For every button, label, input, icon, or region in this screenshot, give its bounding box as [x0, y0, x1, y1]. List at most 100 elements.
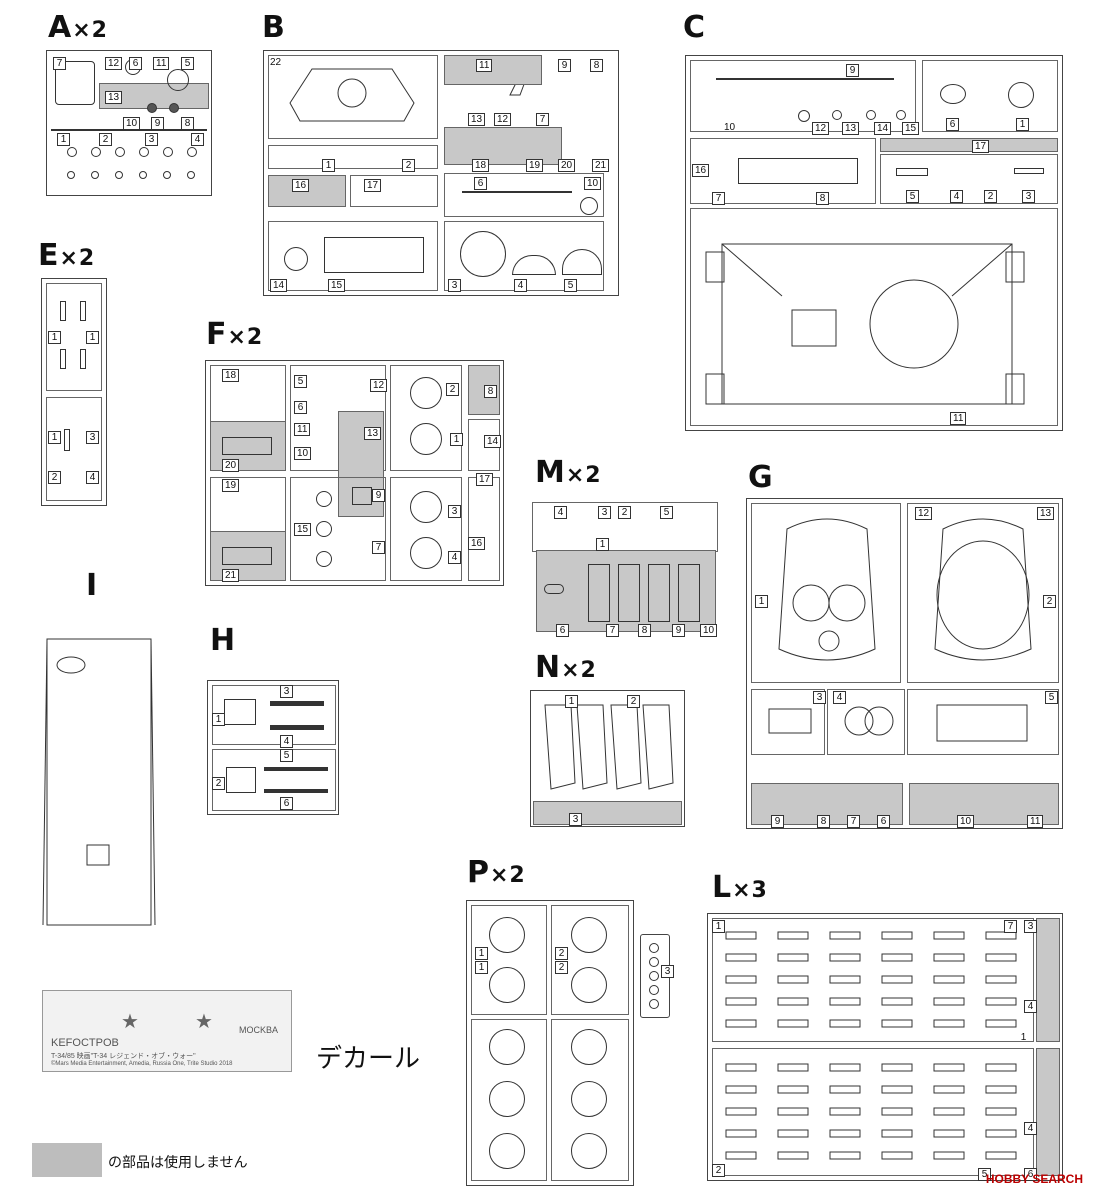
track-link: [881, 1151, 913, 1160]
sprue-c-unused-17: [880, 138, 1058, 152]
sprue-e-cell-bottom: [46, 397, 102, 501]
num-f17: 17: [476, 473, 494, 486]
sprue-c-hull-floor: [705, 243, 1025, 405]
sprue-m-title: M×2: [535, 455, 602, 490]
part-b6: [462, 191, 572, 193]
num-b13: 13: [468, 113, 486, 126]
num-c4: 4: [950, 190, 963, 203]
part-a9: [169, 103, 179, 113]
num-h1: 1: [212, 713, 225, 726]
num-c15: 15: [902, 122, 920, 135]
track-link: [881, 997, 913, 1006]
num-g2: 2: [1043, 595, 1056, 608]
num-g7: 7: [847, 815, 860, 828]
num-f8: 8: [484, 385, 497, 398]
track-link: [985, 953, 1017, 962]
num-f2: 2: [446, 383, 459, 396]
sprue-g-cell-3: [751, 689, 825, 755]
num-f9: 9: [372, 489, 385, 502]
sprue-n-title: N×2: [535, 650, 597, 685]
sprue-g: 12 13 1 2 3 4 5 9 8 7 6 10 11: [746, 498, 1063, 829]
sprue-e-cell-top: [46, 283, 102, 391]
num-f16: 16: [468, 537, 486, 550]
num-c14: 14: [874, 122, 892, 135]
track-link: [985, 997, 1017, 1006]
track-link: [985, 1085, 1017, 1094]
track-link: [933, 1019, 965, 1028]
part-p-wheel5: [489, 1029, 525, 1065]
sprue-e-title: E×2: [38, 238, 96, 273]
track-link: [829, 1107, 861, 1116]
part-p2a: [571, 917, 607, 953]
num-a7: 7: [53, 57, 66, 70]
sprue-c-title: C: [683, 10, 707, 45]
part-a7: [55, 61, 95, 105]
sprue-b-unused-top: [444, 55, 542, 85]
num-b10: 10: [584, 177, 602, 190]
sprue-f-cell-wheels-top: [390, 365, 462, 471]
sprue-e: 1 1 1 3 2 4: [41, 278, 107, 506]
num-h6: 6: [280, 797, 293, 810]
track-link: [829, 997, 861, 1006]
track-link: [933, 1085, 965, 1094]
num-e1a: 1: [48, 331, 61, 344]
part-h1: [224, 699, 256, 725]
num-a3: 3: [145, 133, 158, 146]
num-b15: 15: [328, 279, 346, 292]
num-l1: 1: [712, 920, 725, 933]
sprue-a: 7 12 6 11 5 13 10 9 8 1 2 3 4: [46, 50, 212, 196]
part-h3: [270, 701, 324, 706]
num-b2: 2: [402, 159, 415, 172]
num-b12: 12: [494, 113, 512, 126]
decal-star-left: ★: [121, 1011, 139, 1033]
num-p1b: 1: [475, 961, 488, 974]
track-link: [881, 1085, 913, 1094]
num-n3: 3: [569, 813, 582, 826]
part-p3b: [649, 957, 659, 967]
num-m1: 1: [596, 538, 609, 551]
sprue-b-cell6: [444, 173, 604, 217]
part-f20: [222, 437, 272, 455]
part-p3e: [649, 999, 659, 1009]
num-b16: 16: [292, 179, 310, 192]
part-a10: [147, 103, 157, 113]
sprue-l-track-links: [725, 931, 1017, 1160]
sprue-g-cell-1: [751, 503, 901, 683]
part-a-hook5: [163, 147, 173, 157]
legend-text: の部品は使用しません: [108, 1155, 248, 1171]
num-c5: 5: [906, 190, 919, 203]
num-f18: 18: [222, 369, 240, 382]
track-link: [881, 931, 913, 940]
part-a-hook2: [91, 147, 101, 157]
part-f15a: [316, 491, 332, 507]
track-link: [933, 1107, 965, 1116]
num-g3: 3: [813, 691, 826, 704]
part-c3: [1014, 168, 1044, 174]
num-h4: 4: [280, 735, 293, 748]
num-c13: 13: [842, 122, 860, 135]
track-link: [777, 975, 809, 984]
track-link: [725, 1019, 757, 1028]
track-link: [829, 931, 861, 940]
num-p2a: 2: [555, 947, 568, 960]
track-link: [829, 1085, 861, 1094]
part-c6: [940, 84, 966, 104]
num-b1: 1: [322, 159, 335, 172]
part-a-pin1: [67, 171, 75, 179]
track-link: [725, 1107, 757, 1116]
track-link: [933, 997, 965, 1006]
track-link: [725, 953, 757, 962]
num-c7: 7: [712, 192, 725, 205]
decal-star-right: ★: [195, 1011, 213, 1033]
sprue-b-cell14: [268, 221, 438, 291]
num-c17: 17: [972, 140, 990, 153]
track-link: [725, 1151, 757, 1160]
part-c1: [1008, 82, 1034, 108]
num-c10: 10: [724, 122, 736, 133]
part-a-hook1: [67, 147, 77, 157]
track-link: [985, 1019, 1017, 1028]
num-m2: 2: [618, 506, 631, 519]
track-link: [933, 953, 965, 962]
num-h3: 3: [280, 685, 293, 698]
part-p2b: [571, 967, 607, 1003]
